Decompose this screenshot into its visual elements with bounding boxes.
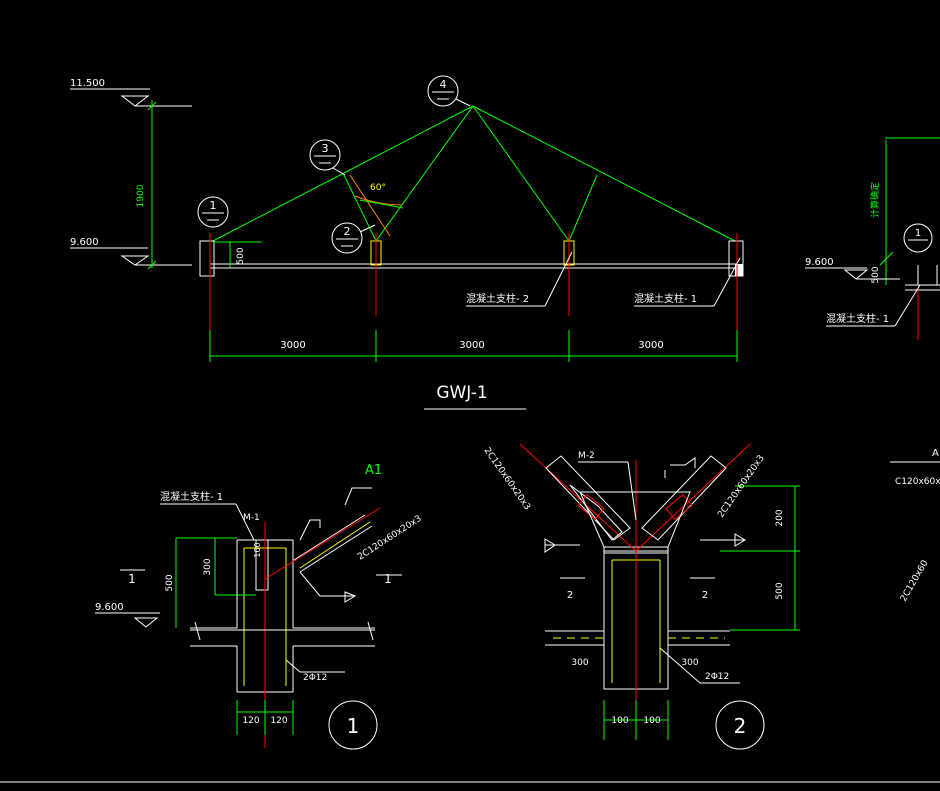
detail1-section-tag: A1 xyxy=(365,463,382,478)
detail1-width-dim-1: 120 xyxy=(242,716,259,726)
right-column-label: 混凝土支柱- 1 xyxy=(826,312,889,325)
member-balloon-2: 2 xyxy=(331,222,376,254)
detail-a-member-label-2: 2C120x60 xyxy=(899,558,931,603)
detail-a-member-label: C120x60x2 xyxy=(895,477,940,487)
detail1-dim-100: 100 xyxy=(253,542,262,557)
right-partial-elevation xyxy=(805,137,940,340)
elevation-markers xyxy=(70,88,192,270)
detail2-section-mark-right: 2 xyxy=(702,590,708,601)
elevation-top-label: 11.500 xyxy=(70,78,105,89)
right-height-note: 计算确定 xyxy=(869,182,881,218)
detail1-plate-label: M-1 xyxy=(243,513,260,523)
balloon-4-number: 4 xyxy=(440,78,447,91)
angle-label: 60° xyxy=(370,183,386,193)
detail2-plate-label: M-2 xyxy=(578,451,595,461)
balloon-1-number: 1 xyxy=(210,199,217,212)
detail2-member-left: 2C120x60x20x3 xyxy=(482,446,533,512)
right-balloon-number: 1 xyxy=(915,228,921,239)
column-height-dim: 500 xyxy=(236,247,246,264)
truss xyxy=(199,105,744,340)
member-balloon-1: 1 xyxy=(197,196,229,228)
detail-2 xyxy=(519,443,800,750)
truss-title: GWJ-1 xyxy=(436,383,487,403)
detail2-rebar: 2Φ12 xyxy=(705,672,729,682)
detail-1 xyxy=(95,487,402,750)
span-dim-2: 3000 xyxy=(459,340,484,351)
span-dimensions xyxy=(209,330,738,362)
balloon-3-number: 3 xyxy=(322,142,329,155)
detail2-width-dim-2: 100 xyxy=(643,716,660,726)
detail1-section-mark-left: 1 xyxy=(128,572,136,586)
span-dim-1: 3000 xyxy=(280,340,305,351)
span-dim-3: 3000 xyxy=(638,340,663,351)
detail2-dim-300-right: 300 xyxy=(681,658,698,668)
detail-a-tag: A1 xyxy=(932,448,940,459)
detail2-section-mark-left: 2 xyxy=(567,590,573,601)
height-dim-label: 1900 xyxy=(136,184,146,207)
detail2-dim-200: 200 xyxy=(775,509,785,526)
column-label-1: 混凝土支柱- 1 xyxy=(634,292,697,305)
detail2-dim-500: 500 xyxy=(775,582,785,599)
detail2-dim-300-left: 300 xyxy=(571,658,588,668)
detail2-width-dim-1: 100 xyxy=(611,716,628,726)
elevation-eave-label: 9.600 xyxy=(70,237,99,248)
column-label-2: 混凝土支柱- 2 xyxy=(466,292,529,305)
detail1-dim-500: 500 xyxy=(165,574,175,591)
detail1-number: 1 xyxy=(347,714,360,738)
detail1-width-dim-2: 120 xyxy=(270,716,287,726)
right-elevation-label: 9.600 xyxy=(805,257,834,268)
member-balloon-4: 4 xyxy=(427,75,471,107)
detail1-elevation: 9.600 xyxy=(95,602,124,613)
balloon-2-number: 2 xyxy=(344,225,351,238)
detail1-dim-300: 300 xyxy=(203,558,213,575)
detail2-number: 2 xyxy=(734,714,747,738)
detail1-rebar: 2Φ12 xyxy=(303,673,327,683)
detail2-member-right: 2C120x60x20x3 xyxy=(716,454,767,520)
right-column-dim: 500 xyxy=(871,266,881,283)
detail1-section-mark-right: 1 xyxy=(384,572,392,586)
detail1-column-label: 混凝土支柱- 1 xyxy=(160,490,223,503)
member-balloon-3: 3 xyxy=(309,139,346,176)
detail1-member-label: 2C120x60x20x3 xyxy=(356,514,423,563)
